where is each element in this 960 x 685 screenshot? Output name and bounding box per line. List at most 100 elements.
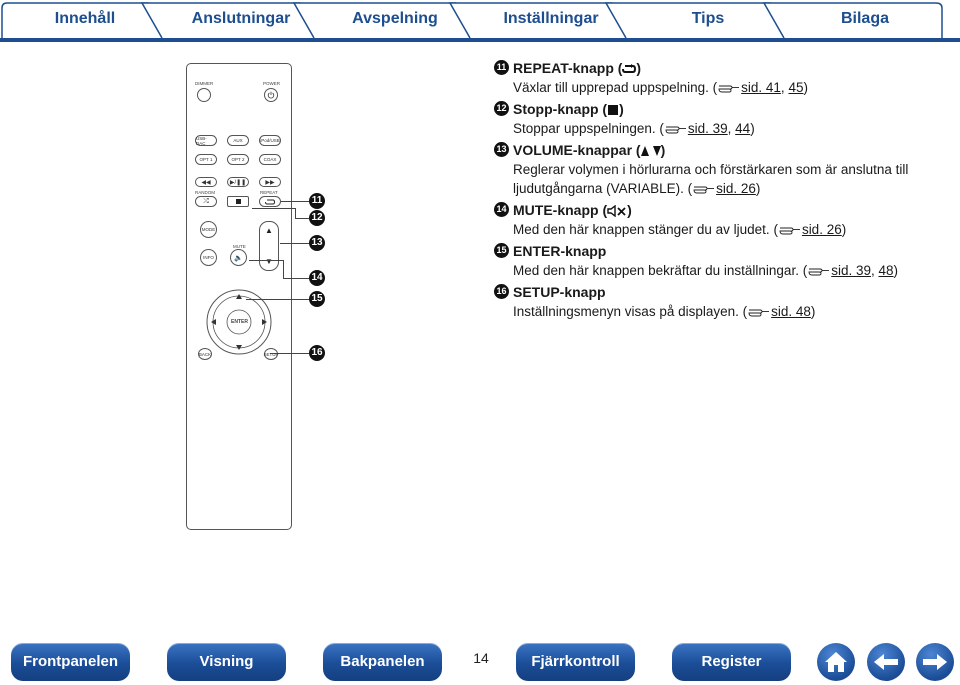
- callout-line-13: [280, 243, 309, 244]
- callout-14: 14: [309, 270, 325, 286]
- dimmer-button: [197, 88, 211, 102]
- item-body: Med den här knappen stänger du av ljudet…: [513, 222, 847, 237]
- tab-anslutningar[interactable]: Anslutningar: [191, 10, 291, 27]
- tab-shapes: [1, 2, 943, 39]
- page-link[interactable]: 45: [788, 80, 804, 95]
- callout-11: 11: [309, 193, 325, 209]
- page-link[interactable]: 48: [878, 263, 894, 278]
- hand-pointer-icon: [718, 85, 740, 93]
- stop-button-remote: [227, 196, 249, 207]
- callout-line-14b: [283, 260, 284, 278]
- top-tab-bar: Innehåll Anslutningar Avspelning Inställ…: [0, 0, 960, 44]
- callout-line-12c: [295, 218, 309, 219]
- remote-control-illustration: DIMMER POWER USB-DAC AUX iPod/USB OPT 1 …: [186, 63, 292, 530]
- item-enter: 15 ENTER-knapp Med den här knappen bekrä…: [494, 241, 934, 280]
- ipod-usb-button: iPod/USB: [259, 135, 281, 146]
- item-title: VOLUME-knappar (): [513, 142, 666, 158]
- usb-dac-button: USB-DAC: [195, 135, 217, 146]
- back-page-button[interactable]: [867, 643, 905, 681]
- tab-tips[interactable]: Tips: [691, 10, 725, 27]
- item-number: 14: [494, 202, 509, 217]
- mute-label: MUTE: [233, 244, 246, 249]
- tab-bilaga[interactable]: Bilaga: [840, 10, 889, 27]
- item-title: ENTER-knapp: [513, 243, 607, 259]
- page-link[interactable]: 44: [735, 121, 751, 136]
- home-button[interactable]: [817, 643, 855, 681]
- back-arrow-icon: [874, 654, 898, 670]
- page-link[interactable]: sid. 26: [716, 181, 756, 196]
- setup-button: SETUP: [264, 348, 279, 360]
- item-number: 13: [494, 142, 509, 157]
- item-number: 11: [494, 60, 509, 75]
- item-title: REPEAT-knapp (): [513, 60, 642, 76]
- prev-button: ◀◀: [195, 177, 217, 187]
- opt1-button: OPT 1: [195, 154, 217, 165]
- repeat-icon: [265, 199, 275, 204]
- register-button[interactable]: Register: [672, 643, 791, 681]
- home-icon: [825, 652, 847, 672]
- tab-installningar[interactable]: Inställningar: [503, 10, 599, 27]
- callout-15: 15: [309, 291, 325, 307]
- power-label: POWER: [263, 81, 281, 86]
- stop-icon: [608, 105, 619, 116]
- item-body: Växlar till upprepad uppspelning. (sid. …: [513, 80, 808, 95]
- power-button: [264, 88, 278, 102]
- item-number: 12: [494, 101, 509, 116]
- visning-button[interactable]: Visning: [167, 643, 286, 681]
- power-icon: [267, 91, 275, 99]
- mute-icon: [607, 205, 626, 218]
- info-button: INFO: [200, 249, 217, 266]
- frontpanelen-button[interactable]: Frontpanelen: [11, 643, 130, 681]
- callout-line-12a: [252, 208, 296, 209]
- repeat-icon: [622, 64, 637, 74]
- hand-pointer-icon: [808, 268, 830, 276]
- page-link[interactable]: sid. 48: [771, 304, 811, 319]
- coax-button: COAX: [259, 154, 281, 165]
- item-title: Stopp-knapp (): [513, 101, 624, 117]
- page-link[interactable]: sid. 41: [741, 80, 781, 95]
- callout-line-14a: [249, 260, 283, 261]
- item-body: Med den här knappen bekräftar du inställ…: [513, 263, 899, 278]
- callout-line-14c: [283, 278, 309, 279]
- opt2-button: OPT 2: [227, 154, 249, 165]
- repeat-button-remote: [259, 196, 281, 207]
- random-label: RANDOM: [195, 190, 215, 195]
- hand-pointer-icon: [779, 227, 800, 235]
- page-link[interactable]: sid. 26: [801, 222, 842, 237]
- callout-line-16: [270, 353, 309, 354]
- tab-innehall[interactable]: Innehåll: [54, 10, 116, 27]
- mute-button-remote: 🔈: [230, 249, 247, 266]
- bakpanelen-button[interactable]: Bakpanelen: [323, 643, 442, 681]
- item-number: 16: [494, 284, 509, 299]
- aux-button: AUX: [227, 135, 249, 146]
- button-descriptions: 11 REPEAT-knapp () Växlar till upprepad …: [494, 58, 934, 321]
- mode-button: MODE: [200, 221, 217, 238]
- item-body: Inställningsmenyn visas på displayen. (s…: [513, 304, 816, 319]
- item-stop: 12 Stopp-knapp () Stoppar uppspelningen.…: [494, 99, 934, 138]
- item-number: 15: [494, 243, 509, 258]
- page-link[interactable]: sid. 39: [831, 263, 871, 278]
- callout-line-11: [281, 201, 309, 202]
- repeat-label: REPEAT: [260, 190, 278, 195]
- callout-line-12b: [295, 208, 296, 218]
- item-mute: 14 MUTE-knapp () Med den här knappen stä…: [494, 200, 934, 239]
- item-setup: 16 SETUP-knapp Inställningsmenyn visas p…: [494, 282, 934, 321]
- enter-label: ENTER: [231, 319, 248, 325]
- random-button: ⤮: [195, 196, 217, 207]
- tab-avspelning[interactable]: Avspelning: [352, 10, 438, 27]
- page-link[interactable]: sid. 39: [687, 121, 728, 136]
- forward-page-button[interactable]: [916, 643, 954, 681]
- up-down-icon: [640, 146, 661, 157]
- page-number: 14: [473, 650, 489, 666]
- navigation-pad: [206, 289, 272, 355]
- callout-16: 16: [309, 345, 325, 361]
- play-pause-button: ▶/❚❚: [227, 177, 249, 187]
- item-repeat: 11 REPEAT-knapp () Växlar till upprepad …: [494, 58, 934, 97]
- fjarrkontroll-button[interactable]: Fjärrkontroll: [516, 643, 635, 681]
- hand-pointer-icon: [665, 126, 686, 134]
- hand-pointer-icon: [693, 186, 715, 194]
- back-button: BACK: [198, 348, 212, 360]
- hand-pointer-icon: [748, 309, 770, 317]
- item-title: SETUP-knapp: [513, 284, 606, 300]
- forward-arrow-icon: [923, 654, 947, 670]
